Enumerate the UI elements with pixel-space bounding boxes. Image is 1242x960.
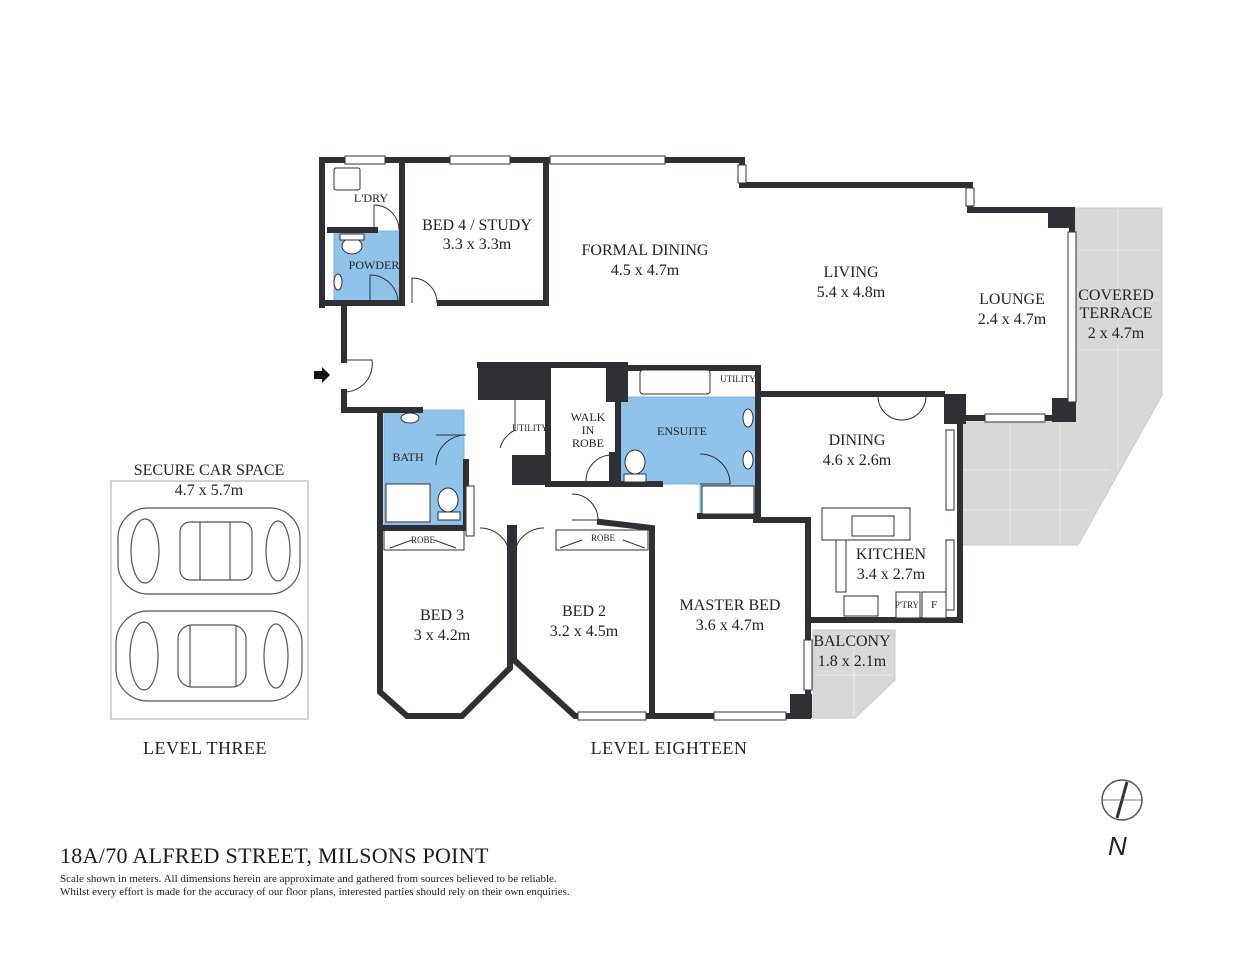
- robe-bed3-label: ROBE: [411, 535, 436, 545]
- pantry-box: [895, 591, 921, 619]
- compass-label: N: [1108, 831, 1127, 861]
- walk-in-label-2: IN: [582, 423, 595, 437]
- doors: [343, 204, 927, 559]
- walk-in-label-1: WALK: [571, 410, 606, 424]
- master-size: 3.6 x 4.7m: [696, 617, 765, 634]
- bed4-door: [411, 277, 438, 304]
- bed2-door: [513, 527, 545, 559]
- balcony-size: 1.8 x 2.1m: [818, 653, 887, 670]
- room-labels: L'DRY BED 4 / STUDY 3.3 x 3.3m POWDER FO…: [134, 191, 1154, 758]
- balcony-name: BALCONY: [813, 633, 891, 650]
- terrace-line1: COVERED: [1078, 287, 1154, 304]
- robe-doors-bed2: [559, 539, 646, 549]
- compass: N: [1101, 779, 1143, 861]
- bed3-walls: [377, 525, 513, 719]
- ensuite-toilet: [624, 449, 646, 475]
- utility-door: [499, 400, 516, 449]
- formal-dining-name: FORMAL DINING: [582, 242, 709, 259]
- master-door: [571, 493, 599, 521]
- covered-terrace-floor: [961, 207, 1163, 546]
- car-space: [110, 480, 309, 720]
- wall-blocks: [478, 208, 1076, 718]
- ensuite-door: [699, 453, 731, 485]
- powder-label: POWDER: [349, 258, 400, 272]
- entry-arrow-icon: [314, 367, 330, 383]
- utility-left-label: UTILITY: [512, 423, 548, 433]
- kitchen-size: 3.4 x 2.7m: [857, 566, 926, 583]
- fridge-label: F: [931, 599, 937, 611]
- bed4-size: 3.3 x 3.3m: [443, 236, 512, 253]
- fridge-box: [921, 591, 947, 619]
- ensuite-walls: [615, 365, 761, 519]
- lounge-size: 2.4 x 4.7m: [978, 311, 1047, 328]
- bath-basin: [400, 412, 420, 424]
- terrace-tile-grid: [964, 210, 1160, 543]
- bed2-name: BED 2: [562, 603, 606, 620]
- level-eighteen-label: LEVEL EIGHTEEN: [591, 738, 748, 758]
- laundry-label: L'DRY: [354, 191, 389, 205]
- dining-size: 4.6 x 2.6m: [823, 452, 892, 469]
- powder-basin: [333, 273, 343, 291]
- level-three-label: LEVEL THREE: [143, 738, 267, 758]
- dining-doors: [877, 395, 927, 421]
- living-size: 5.4 x 4.8m: [817, 284, 886, 301]
- disclaimer-line-1: Scale shown in meters. All dimensions he…: [60, 873, 557, 885]
- bath-label: BATH: [392, 450, 424, 464]
- wir-door: [585, 454, 613, 482]
- laundry-tub: [333, 167, 361, 191]
- bath-toilet: [437, 487, 459, 513]
- ensuite-bath: [639, 369, 711, 395]
- outdoor-areas: [812, 207, 1163, 719]
- north-wall: [319, 157, 1071, 308]
- bed2-size: 3.2 x 4.5m: [550, 623, 619, 640]
- property-address: 18A/70 ALFRED STREET, MILSONS POINT: [60, 843, 489, 868]
- cooktop: [843, 595, 879, 617]
- ensuite-inner: [615, 394, 663, 487]
- robe-doors-bed3: [389, 539, 457, 549]
- dining-name: DINING: [829, 432, 886, 449]
- formal-dining-size: 4.5 x 4.7m: [611, 262, 680, 279]
- walk-in-robe-wall: [545, 367, 615, 487]
- disclaimer-line-2: Whilst every effort is made for the accu…: [60, 886, 570, 898]
- bed4-east-wall: [437, 162, 549, 306]
- bath-shower: [385, 483, 431, 523]
- powder-door: [369, 274, 399, 304]
- car-space-size: 4.7 x 5.7m: [175, 482, 244, 499]
- entry-door: [343, 359, 373, 393]
- ensuite-label: ENSUITE: [657, 424, 707, 438]
- lounge-name: LOUNGE: [979, 291, 1045, 308]
- kitchen-name: KITCHEN: [856, 546, 927, 563]
- powder-wall: [319, 162, 405, 306]
- terrace-size: 2 x 4.7m: [1088, 325, 1145, 342]
- terrace-line2: TERRACE: [1080, 305, 1153, 322]
- laundry-door: [373, 204, 400, 231]
- kitchen-sink: [851, 515, 895, 537]
- master-name: MASTER BED: [680, 597, 781, 614]
- footer: 18A/70 ALFRED STREET, MILSONS POINT Scal…: [60, 843, 570, 899]
- car-icon-bottom: [115, 610, 303, 702]
- windows: [344, 155, 1077, 721]
- pantry-label: P'TRY: [895, 600, 920, 610]
- walk-in-label-3: ROBE: [572, 436, 604, 450]
- utility-top-label: UTILITY: [720, 374, 756, 384]
- ensuite-basin: [742, 408, 754, 428]
- fixtures: [333, 167, 947, 619]
- kitchen-island: [835, 539, 847, 593]
- bed4-name: BED 4 / STUDY: [422, 217, 532, 234]
- bed3-name: BED 3: [420, 607, 464, 624]
- west-wall-lower: [341, 389, 380, 413]
- kitchen-walls: [805, 417, 963, 623]
- ensuite-shower: [701, 485, 755, 515]
- bath-door: [435, 434, 467, 466]
- disclaimer: Scale shown in meters. All dimensions he…: [60, 873, 570, 899]
- bed3-size: 3 x 4.2m: [414, 627, 471, 644]
- bed3-door: [479, 527, 511, 559]
- robe-bed2-label: ROBE: [591, 533, 616, 543]
- living-name: LIVING: [823, 264, 879, 281]
- car-icon-top: [117, 507, 301, 595]
- car-space-name: SECURE CAR SPACE: [134, 462, 285, 479]
- robes: [383, 529, 649, 551]
